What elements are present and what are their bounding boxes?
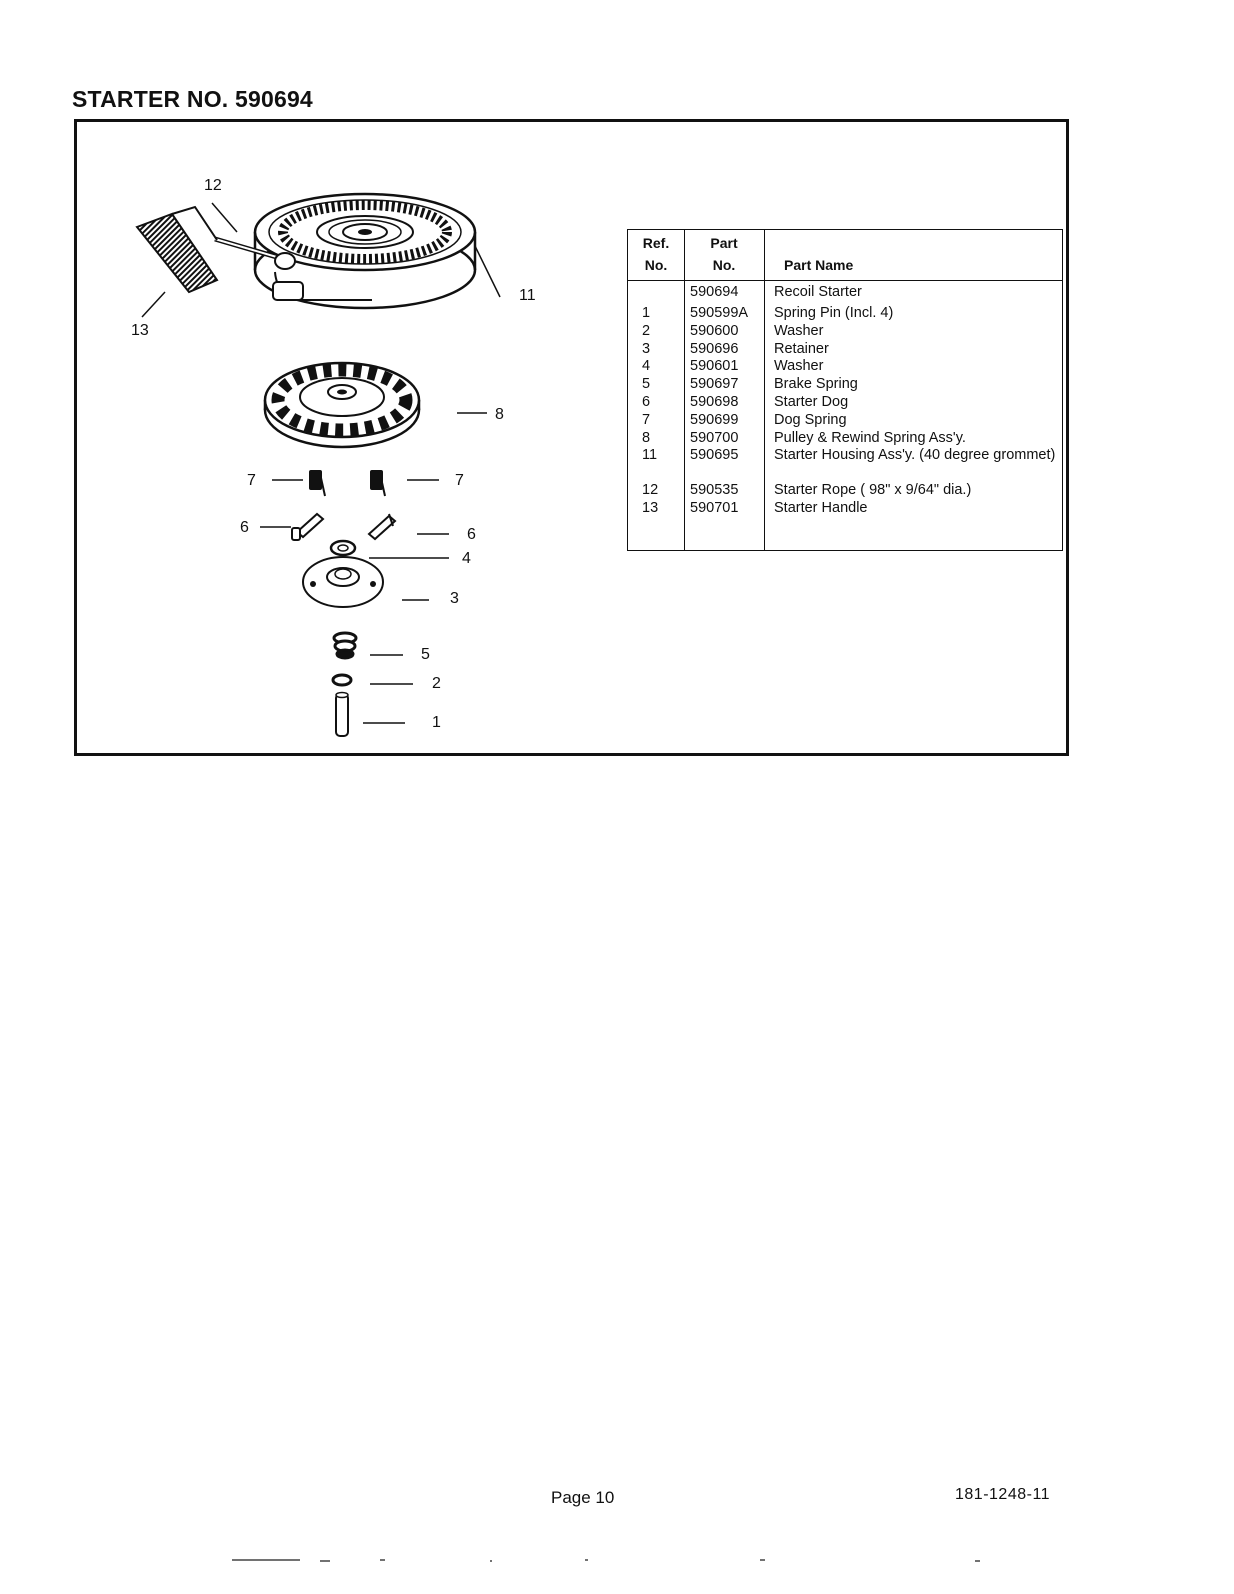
dog-spring-right-part (370, 470, 386, 497)
table-row: 1 590599A Spring Pin (Incl. 4) (628, 305, 1062, 323)
retainer-part (302, 556, 384, 608)
row-ref: 6 (642, 393, 651, 410)
callout-4: 4 (462, 550, 471, 567)
row-ref: 5 (642, 376, 651, 393)
row-part-name: Starter Handle (774, 500, 868, 517)
callout-13: 13 (131, 322, 149, 339)
callout-3: 3 (450, 590, 459, 607)
row-ref: 4 (642, 358, 651, 375)
washer-top-part (329, 539, 357, 557)
row-part-no: 590696 (690, 340, 739, 357)
row-part-name: Dog Spring (774, 411, 847, 428)
starter-rope-part (214, 236, 296, 270)
row-ref: 7 (642, 411, 651, 428)
callout-7-left: 7 (247, 472, 256, 489)
row-part-no: 590601 (690, 358, 739, 375)
row-part-name: Washer (774, 358, 824, 375)
table-header-rule (628, 280, 1062, 281)
page-title: STARTER NO. 590694 (72, 86, 313, 112)
header-part-name: Part Name (784, 257, 854, 273)
callout-2: 2 (432, 675, 441, 692)
row-part-no: 590697 (690, 376, 739, 393)
row-part-no: 590698 (690, 393, 739, 410)
row-part-no: 590700 (690, 429, 739, 446)
header-part-no: Part No. (684, 232, 764, 276)
row-ref: 8 (642, 429, 651, 446)
row-part-no: 590699 (690, 411, 739, 428)
callout-12: 12 (204, 177, 222, 194)
starter-dog-right-part (367, 513, 397, 541)
row-part-name: Starter Housing Ass'y. (40 degree gromme… (774, 447, 1056, 464)
table-row: 2 590600 Washer (628, 323, 1062, 341)
table-divider (684, 230, 685, 550)
header-part-line2: No. (712, 257, 736, 273)
washer-bottom-part (331, 673, 353, 687)
row-ref: 2 (642, 322, 651, 339)
table-row: 3 590696 Retainer (628, 341, 1062, 359)
callout-6-left: 6 (240, 519, 249, 536)
row-part-no: 590600 (690, 322, 739, 339)
callout-8: 8 (495, 406, 504, 423)
callout-7-right: 7 (455, 472, 464, 489)
row-part-name: Brake Spring (774, 376, 858, 393)
brake-spring-part (332, 631, 358, 660)
leader-13 (141, 291, 166, 318)
row-part-name: Washer (774, 322, 824, 339)
diagram-frame: 12 13 11 8 7 7 6 6 4 3 5 2 1 Ref. No. Pa… (74, 119, 1069, 756)
starter-housing-part (253, 192, 477, 310)
document-number: 181-1248-11 (955, 1486, 1051, 1503)
page-number: Page 10 (551, 1488, 615, 1507)
row-part-no: 590695 (690, 447, 739, 464)
table-row: 13 590701 Starter Handle (628, 500, 1062, 518)
leader-12 (211, 202, 238, 233)
row-part-no: 590701 (690, 500, 739, 517)
table-row: 6 590698 Starter Dog (628, 394, 1062, 412)
table-divider (764, 230, 765, 550)
spring-pin-part (335, 691, 349, 737)
row-part-name: Pulley & Rewind Spring Ass'y. (774, 429, 966, 446)
header-ref: Ref. No. (628, 232, 684, 276)
parts-table: Ref. No. Part No. Part Name 590694 Recoi… (627, 229, 1063, 551)
header-ref-line1: Ref. (642, 235, 670, 251)
row-part-name: Retainer (774, 340, 829, 357)
row-ref: 11 (642, 447, 658, 464)
row-part-name: Spring Pin (Incl. 4) (774, 305, 894, 321)
leader-11 (474, 245, 501, 298)
callout-11: 11 (519, 287, 536, 304)
scan-artifacts (232, 1559, 980, 1562)
row-part-name: Recoil Starter (774, 284, 862, 300)
table-row: 12 590535 Starter Rope ( 98" x 9/64" dia… (628, 482, 1062, 500)
dog-spring-left-part (309, 470, 326, 497)
starter-handle-part (135, 205, 219, 294)
table-row: 5 590697 Brake Spring (628, 376, 1062, 394)
row-part-no: 590694 (690, 284, 739, 300)
row-ref: 12 (642, 482, 659, 499)
row-part-name: Starter Rope ( 98" x 9/64" dia.) (774, 482, 972, 499)
table-row: 7 590699 Dog Spring (628, 412, 1062, 430)
table-row: 4 590601 Washer (628, 358, 1062, 376)
row-part-no: 590599A (690, 305, 749, 321)
row-part-no: 590535 (690, 482, 739, 499)
callout-5: 5 (421, 646, 430, 663)
row-ref: 13 (642, 500, 659, 517)
row-ref: 3 (642, 340, 651, 357)
row-ref: 1 (642, 305, 651, 321)
header-ref-line2: No. (644, 257, 668, 273)
starter-dog-left-part (291, 512, 325, 541)
table-body: 590694 Recoil Starter 1 590599A Spring P… (628, 284, 1062, 518)
row-part-name: Starter Dog (774, 393, 849, 410)
header-part-line1: Part (710, 235, 738, 251)
callout-1: 1 (432, 714, 441, 731)
table-row: 8 590700 Pulley & Rewind Spring Ass'y. (628, 430, 1062, 448)
table-row: 11 590695 Starter Housing Ass'y. (40 deg… (628, 447, 1062, 482)
exploded-view-drawing (135, 192, 501, 737)
table-row: 590694 Recoil Starter (628, 284, 1062, 303)
pulley-part (263, 361, 421, 449)
callout-6-right: 6 (467, 526, 476, 543)
